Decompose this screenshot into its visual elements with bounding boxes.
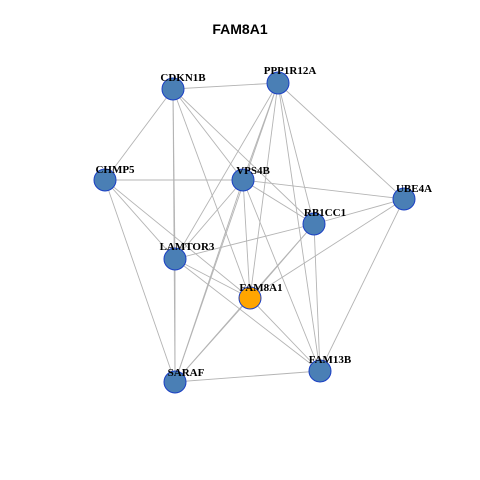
edge-ube4a-fam13b [319, 198, 405, 372]
node-cdkn1b [161, 77, 185, 101]
labels-layer: FAM8A1 PPP1R12A CDKN1B CHMP5 VPS4B UBE4A RB1CC… [95, 65, 432, 379]
edge-vps4b-rb1cc1 [242, 179, 315, 225]
edge-chmp5-fam8a1 [104, 179, 251, 299]
nodes-layer [93, 71, 416, 394]
edge-vps4b-lamtor3 [174, 179, 244, 260]
node-label-chmp5: CHMP5 [95, 164, 135, 176]
node-ppp1r12a [266, 71, 290, 95]
edge-cdkn1b-fam8a1 [172, 88, 251, 299]
node-label-fam8a1: FAM8A1 [239, 282, 282, 294]
node-label-saraf: SARAF [168, 367, 205, 379]
node-lamtor3 [163, 247, 187, 271]
edge-fam8a1-fam13b [249, 297, 321, 372]
edge-lamtor3-fam8a1 [174, 258, 251, 299]
node-saraf [163, 370, 187, 394]
node-label-fam13b: FAM13B [309, 354, 352, 366]
edge-vps4b-fam13b [242, 179, 321, 372]
edge-vps4b-ube4a [242, 179, 405, 200]
edge-lamtor3-fam13b [174, 258, 321, 372]
node-label-cdkn1b: CDKN1B [160, 72, 206, 84]
node-label-ube4a: UBE4A [396, 183, 432, 195]
edge-ppp1r12a-ube4a [277, 82, 405, 200]
edge-cdkn1b-ppp1r12a [172, 82, 279, 90]
edge-cdkn1b-chmp5 [104, 88, 174, 181]
node-chmp5 [93, 168, 117, 192]
node-rb1cc1 [302, 212, 326, 236]
edge-rb1cc1-fam13b [313, 223, 321, 372]
edge-ube4a-fam8a1 [249, 198, 405, 299]
edge-cdkn1b-vps4b [172, 88, 244, 181]
node-ube4a [392, 187, 416, 211]
node-label-vps4b: VPS4B [236, 165, 270, 177]
edge-rb1cc1-lamtor3 [174, 223, 315, 260]
node-label-lamtor3: LAMTOR3 [160, 241, 215, 253]
graph-title: FAM8A1 [212, 21, 268, 37]
edge-cdkn1b-rb1cc1 [172, 88, 315, 225]
node-label-ppp1r12a: PPP1R12A [264, 65, 317, 77]
edge-chmp5-lamtor3 [104, 179, 176, 260]
node-fam8a1 [238, 286, 262, 310]
edge-vps4b-fam8a1 [242, 179, 251, 299]
edge-chmp5-saraf [104, 179, 176, 383]
edge-fam13b-saraf [174, 370, 321, 383]
edges-layer [104, 82, 405, 383]
edge-ppp1r12a-lamtor3 [174, 82, 279, 260]
node-label-rb1cc1: RB1CC1 [304, 207, 346, 219]
edge-vps4b-saraf [174, 179, 244, 383]
node-vps4b [231, 168, 255, 192]
edge-fam8a1-saraf [174, 297, 251, 383]
edge-ppp1r12a-fam13b [277, 82, 321, 372]
node-fam13b [308, 359, 332, 383]
edge-ube4a-rb1cc1 [313, 198, 405, 225]
edge-ppp1r12a-rb1cc1 [277, 82, 315, 225]
edge-ppp1r12a-fam8a1 [249, 82, 279, 299]
